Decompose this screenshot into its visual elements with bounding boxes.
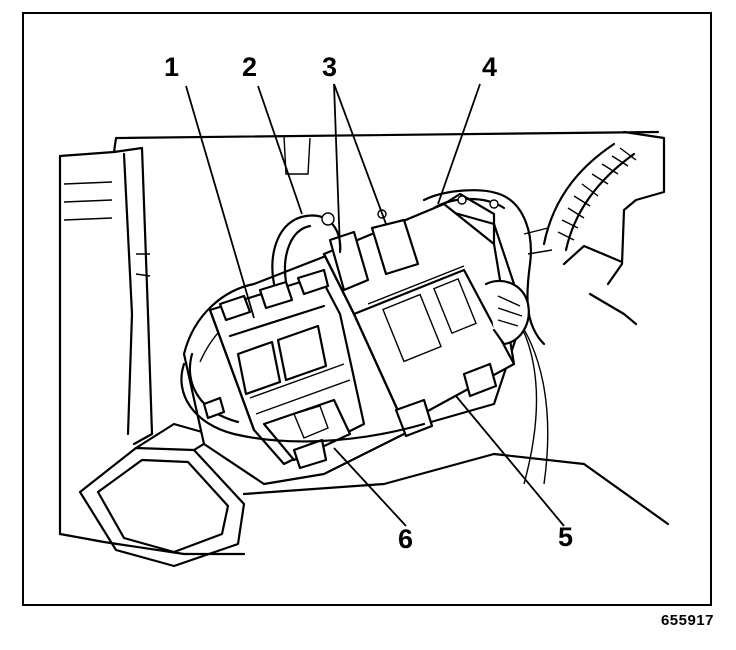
figure-id: 655917 [660, 612, 714, 629]
callout-5: 5 [558, 522, 574, 552]
vehicle-structure [58, 130, 670, 556]
callout-2: 2 [242, 52, 258, 82]
callout-4: 4 [482, 52, 498, 82]
secondary-module [208, 268, 366, 470]
callout-1: 1 [164, 52, 180, 82]
side-connector [484, 279, 530, 346]
component-illustration [58, 83, 670, 568]
diagram-frame: 1 2 3 4 5 6 [22, 12, 712, 606]
main-module [322, 192, 516, 438]
callout-leaders [185, 83, 565, 527]
callout-3: 3 [322, 52, 338, 82]
corrugated-hose [542, 142, 637, 252]
callout-6: 6 [398, 524, 414, 554]
